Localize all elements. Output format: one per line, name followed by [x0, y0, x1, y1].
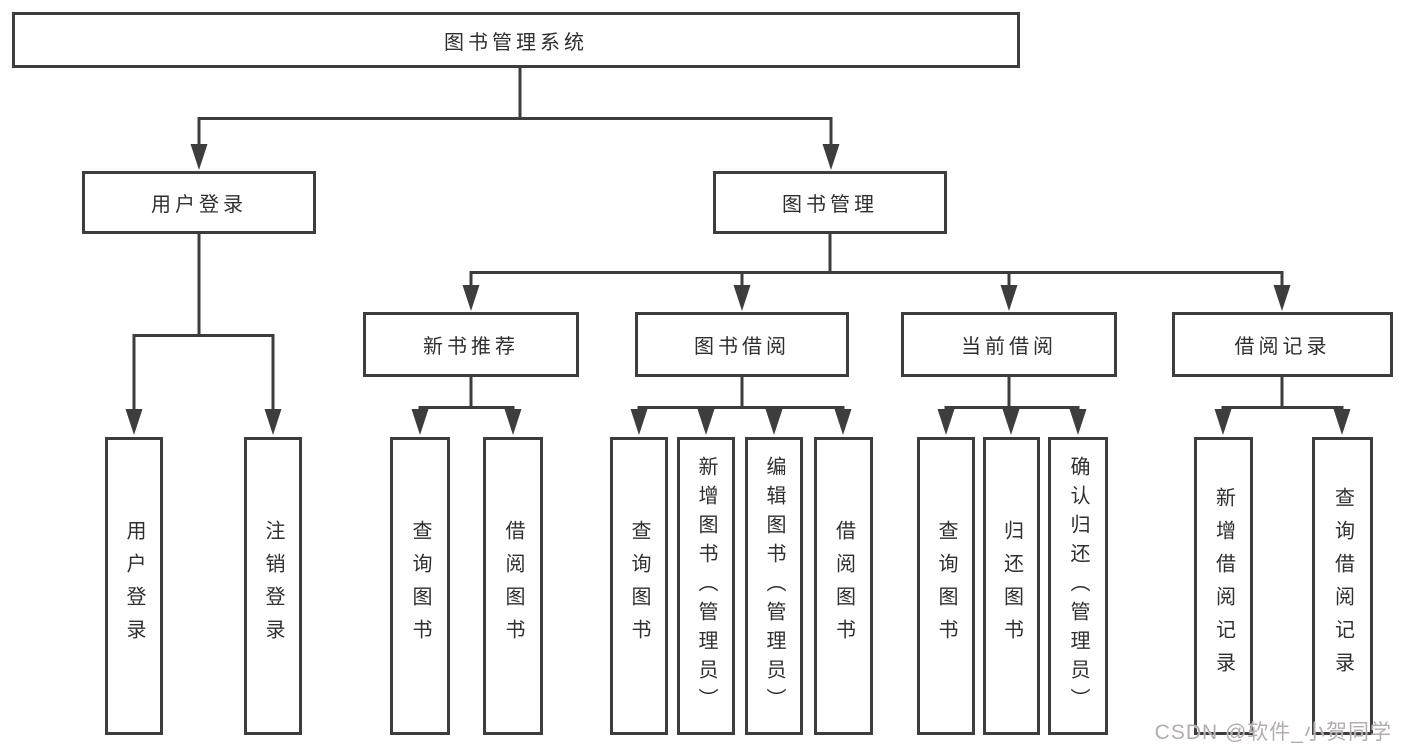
- leaf-logout-label: 注销登录: [262, 520, 284, 652]
- leaf-add-books-admin-label: 新增图书（管理员）: [695, 455, 717, 717]
- node-borrowing-records-label: 借阅记录: [1234, 336, 1331, 358]
- leaf-return-books: 归还图书: [983, 437, 1040, 735]
- node-root-label: 图书管理系统: [444, 31, 588, 54]
- leaf-query-books-borrow-label: 查询图书: [628, 520, 650, 652]
- leaf-add-borrow-record-label: 新增借阅记录: [1212, 487, 1235, 685]
- node-book-management-label: 图书管理: [782, 194, 878, 216]
- leaf-borrow-books-rec: 借阅图书: [483, 437, 543, 735]
- leaf-add-books-admin: 新增图书（管理员）: [677, 437, 735, 735]
- leaf-logout: 注销登录: [244, 437, 302, 735]
- leaf-borrow-books-label: 借阅图书: [832, 520, 855, 652]
- node-current-borrowing: 当前借阅: [901, 312, 1117, 377]
- node-new-book-recommend: 新书推荐: [363, 312, 579, 377]
- leaf-query-books-borrow: 查询图书: [610, 437, 668, 735]
- leaf-edit-books-admin-label: 编辑图书（管理员）: [763, 455, 785, 717]
- node-book-management: 图书管理: [713, 171, 947, 234]
- leaf-edit-books-admin: 编辑图书（管理员）: [745, 437, 803, 735]
- node-user-login-label: 用户登录: [151, 194, 247, 216]
- node-borrowing-records: 借阅记录: [1172, 312, 1393, 377]
- node-current-borrowing-label: 当前借阅: [961, 336, 1057, 358]
- leaf-confirm-return-admin: 确认归还（管理员）: [1048, 437, 1108, 735]
- watermark: CSDN @软件_小贺同学: [1154, 721, 1392, 744]
- leaf-user-login: 用户登录: [105, 437, 163, 735]
- leaf-query-books-rec-label: 查询图书: [409, 520, 431, 652]
- node-root: 图书管理系统: [12, 12, 1020, 68]
- leaf-query-books-rec: 查询图书: [390, 437, 450, 735]
- node-user-login: 用户登录: [82, 171, 316, 234]
- node-book-borrowing-label: 图书借阅: [694, 336, 790, 358]
- leaf-return-books-label: 归还图书: [1000, 520, 1023, 652]
- leaf-add-borrow-record: 新增借阅记录: [1194, 437, 1253, 735]
- node-book-borrowing: 图书借阅: [635, 312, 849, 377]
- node-new-book-recommend-label: 新书推荐: [423, 336, 519, 358]
- leaf-query-books-current: 查询图书: [917, 437, 975, 735]
- leaf-confirm-return-admin-label: 确认归还（管理员）: [1067, 455, 1089, 717]
- leaf-borrow-books-rec-label: 借阅图书: [502, 520, 524, 652]
- leaf-query-borrow-record-label: 查询借阅记录: [1331, 487, 1354, 685]
- leaf-borrow-books: 借阅图书: [814, 437, 873, 735]
- leaf-query-borrow-record: 查询借阅记录: [1312, 437, 1373, 735]
- leaf-query-books-current-label: 查询图书: [935, 520, 957, 652]
- leaf-user-login-label: 用户登录: [123, 520, 145, 652]
